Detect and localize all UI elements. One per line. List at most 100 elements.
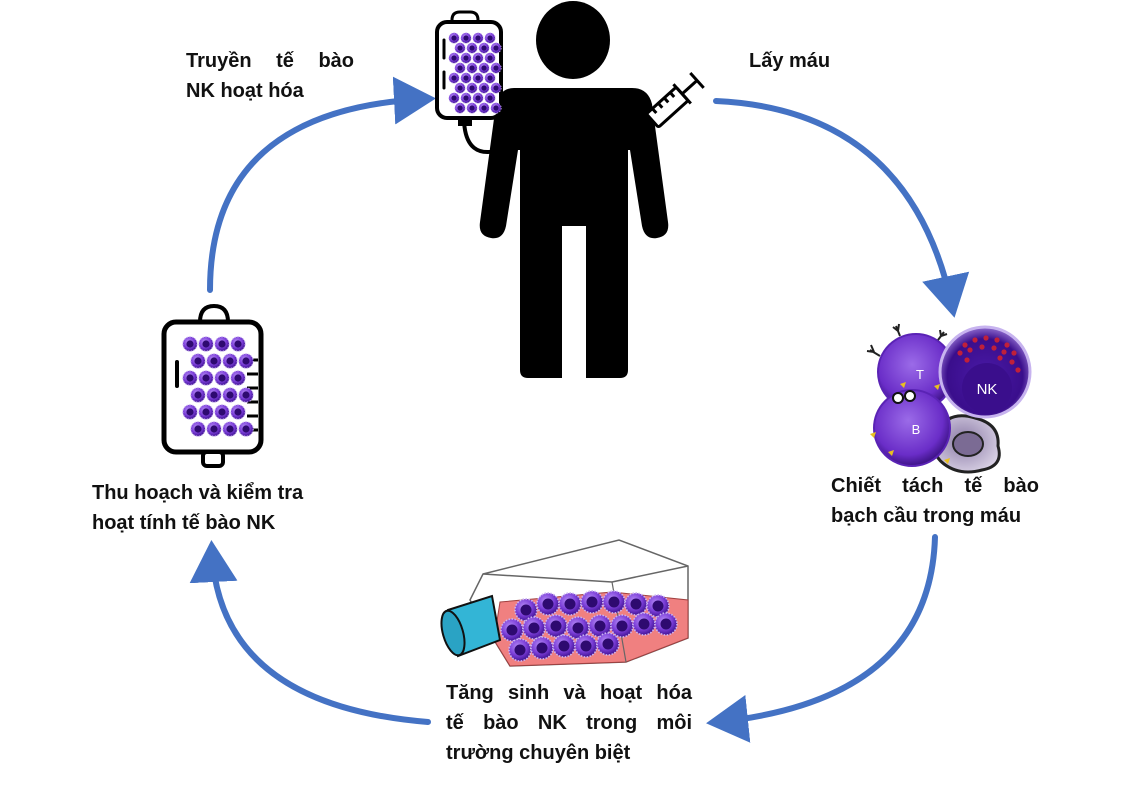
bag-cell [230, 370, 246, 386]
step-label-isolate: Chiết tách tế bào bạch cầu trong máu [831, 471, 1039, 531]
nk-granule [962, 342, 968, 348]
t-cell-receptors [866, 323, 948, 357]
nk-granule [1009, 359, 1015, 365]
step-label-collect: Lấy máu [749, 46, 830, 76]
step-label-expand-line-3: trường chuyên biệt [446, 742, 631, 764]
flask-cell [580, 590, 604, 614]
bag-cell [214, 336, 230, 352]
b-cell [873, 389, 951, 467]
step-label-harvest: Thu hoạch và kiểm tra hoạt tính tế bào N… [92, 478, 303, 538]
bag-cell [454, 42, 466, 54]
bag-cell [206, 421, 222, 437]
step-label-expand-line-1: Tăng sinh và hoạt hóa [446, 682, 692, 704]
bag-cell [238, 387, 254, 403]
flask-cell [508, 638, 532, 662]
step-label-infuse: Truyền tế bào NK hoạt hóa [186, 46, 354, 106]
bag-cell [198, 370, 214, 386]
iv-bag-harvest-cells [182, 336, 254, 437]
flask-cell [646, 594, 670, 618]
bag-cell [466, 42, 478, 54]
bag-cell [472, 92, 484, 104]
nk-granule [1015, 367, 1021, 373]
bag-cell [484, 72, 496, 84]
t-cell-label: T [916, 367, 924, 382]
bag-cell [230, 336, 246, 352]
bag-cell [460, 52, 472, 64]
bag-cell [484, 32, 496, 44]
step-label-infuse-line-2: NK hoạt hóa [186, 80, 304, 102]
bag-cell [448, 52, 460, 64]
bag-cell [454, 82, 466, 94]
flask-cell [574, 634, 598, 658]
step-label-collect-line-1: Lấy máu [749, 50, 831, 72]
flask-cell [522, 616, 546, 640]
bag-cell [222, 353, 238, 369]
bag-cell [182, 404, 198, 420]
nk-granule [972, 337, 978, 343]
flask-cell [588, 614, 612, 638]
iv-bag-top-icon [435, 10, 503, 126]
bag-cell [214, 404, 230, 420]
flask-cell [514, 598, 538, 622]
nk-cell-label: NK [977, 381, 998, 398]
bag-cell [478, 102, 490, 114]
flask-cell [610, 614, 634, 638]
flask-cell [632, 612, 656, 636]
bag-cell [472, 52, 484, 64]
step-label-harvest-line-2: hoạt tính tế bào NK [92, 512, 276, 534]
bag-cell [472, 32, 484, 44]
bag-cell [454, 62, 466, 74]
bag-cell [478, 42, 490, 54]
bag-cell [490, 82, 502, 94]
nk-granule [1001, 349, 1007, 355]
nk-granule [994, 337, 1000, 343]
bag-cell [198, 336, 214, 352]
bag-cell [448, 92, 460, 104]
bag-cell [448, 72, 460, 84]
bag-cell [222, 387, 238, 403]
antigen-markers [870, 382, 950, 464]
b-cell-label: B [912, 422, 921, 437]
nk-granule [979, 344, 985, 350]
bag-cell [472, 72, 484, 84]
bag-cell [466, 82, 478, 94]
bag-cell [182, 336, 198, 352]
nk-granule [1011, 350, 1017, 356]
flask-cell [558, 592, 582, 616]
flask-cap [440, 594, 502, 658]
nk-granule [964, 357, 970, 363]
bag-cell [214, 370, 230, 386]
bag-cell [222, 421, 238, 437]
bag-cell [238, 421, 254, 437]
bag-cell [206, 353, 222, 369]
step-label-isolate-line-1: Chiết tách tế bào [831, 475, 1039, 497]
flask-cell [500, 618, 524, 642]
nk-granule [957, 350, 963, 356]
bag-cell [460, 92, 472, 104]
iv-tube [462, 120, 501, 155]
bag-cell [478, 62, 490, 74]
nk-granule [997, 355, 1003, 361]
cycle-arrows [189, 76, 970, 743]
bag-cell [198, 404, 214, 420]
bag-cell [454, 102, 466, 114]
arrow-harvest-to-infuse [207, 76, 436, 293]
arrow-isolate-to-expand [706, 534, 938, 743]
bag-cell [190, 353, 206, 369]
bag-cell [490, 102, 502, 114]
blood-cells-icon: T NK B [866, 323, 1032, 474]
flask-cell [566, 616, 590, 640]
nk-granules [957, 335, 1021, 373]
step-label-isolate-line-2: bạch cầu trong máu [831, 505, 1022, 527]
bag-cell [238, 353, 254, 369]
step-label-expand: Tăng sinh và hoạt hóa tế bào NK trong mô… [446, 678, 692, 768]
flask-cell [624, 592, 648, 616]
flask-cell [596, 632, 620, 656]
bag-cell [460, 32, 472, 44]
nk-granule [983, 335, 989, 341]
flask-cell [536, 592, 560, 616]
bag-cell [230, 404, 246, 420]
bag-cell [478, 82, 490, 94]
bag-cell [490, 62, 502, 74]
